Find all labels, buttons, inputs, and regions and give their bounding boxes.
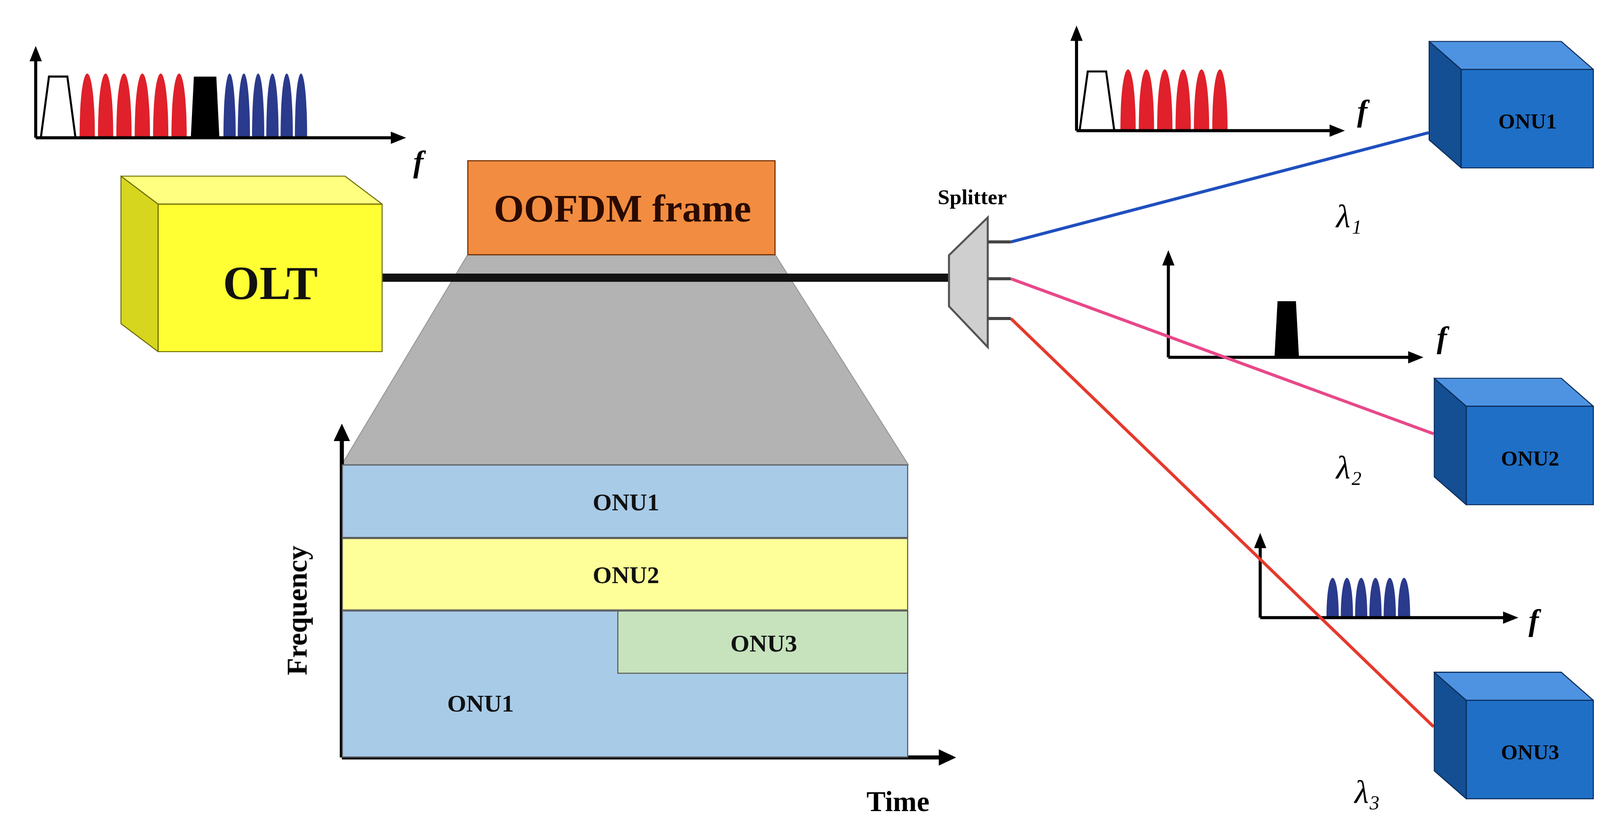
- spectrum-axis: [35, 136, 393, 140]
- splitter-body: [948, 217, 988, 348]
- axis-arrowhead: [938, 748, 957, 766]
- fiber-drop: [1011, 132, 1429, 242]
- subcarrier-peaks: [1326, 577, 1411, 618]
- box-side-face: [120, 176, 159, 352]
- onu-box: ONU1: [1428, 40, 1594, 169]
- splitter: Splitter: [933, 181, 1012, 352]
- fiber-drop: [1011, 318, 1434, 727]
- time-frequency-band: ONU2: [341, 537, 909, 611]
- axis-label: f: [413, 144, 424, 178]
- box-front-face: [1466, 406, 1594, 505]
- splitter-port: [987, 276, 1012, 281]
- spectrum-band: [1274, 301, 1299, 358]
- axis-arrowhead: [1408, 351, 1424, 364]
- node-label: ONU1: [447, 689, 515, 717]
- time-frequency-band: ONU3: [617, 610, 909, 674]
- axis-arrowhead: [29, 46, 43, 62]
- axis-arrowhead: [1503, 611, 1519, 624]
- axis-label: f: [1436, 319, 1447, 354]
- olt-box: OLT: [120, 175, 383, 352]
- box-top-face: [120, 176, 383, 205]
- splitter-port: [987, 240, 1012, 244]
- axis-arrowhead: [1329, 124, 1345, 137]
- node-label: ONU1: [592, 488, 660, 516]
- box-outline: [1428, 40, 1594, 169]
- spectrum-axis: [1167, 263, 1171, 358]
- axis-arrowhead: [1070, 25, 1083, 41]
- spectrum-axis: [1168, 355, 1411, 359]
- node-label: ONU1: [1498, 109, 1557, 134]
- zoom-projection: [341, 255, 909, 465]
- spectrum-axis: [34, 59, 38, 138]
- text-area: ONU2: [1466, 412, 1594, 506]
- axis-arrowhead: [1254, 532, 1267, 548]
- box-outline: [1433, 377, 1594, 506]
- box-outline: [1433, 671, 1594, 799]
- node-label: Splitter: [937, 186, 1008, 210]
- box-top-face: [1434, 671, 1594, 700]
- fiber-drop: [1011, 278, 1434, 434]
- axis-arrowhead: [1162, 249, 1175, 266]
- box-front-face: [1466, 699, 1594, 799]
- text-area: ONU1: [342, 652, 619, 755]
- text-area: ONU3: [618, 611, 910, 675]
- spectrum-axis: [1260, 615, 1506, 619]
- wavelength-label: λ₂: [1336, 449, 1362, 486]
- spectrum-axis: [1074, 38, 1079, 131]
- spectrum-band: [40, 76, 76, 139]
- axis-arrowhead: [333, 423, 350, 441]
- axis-label: f: [1528, 602, 1539, 637]
- time-frequency-band: ONU1: [341, 464, 909, 538]
- axis-label: Frequency: [282, 545, 314, 676]
- subcarrier-peaks: [223, 73, 308, 139]
- spectrum-band: [190, 76, 220, 139]
- axis-arrowhead: [390, 131, 407, 144]
- subcarrier-peaks: [79, 73, 187, 139]
- fiber-trunk: [382, 273, 949, 282]
- box-front-face: [158, 204, 383, 352]
- wavelength-label: λ₁: [1336, 198, 1362, 235]
- text-area: ONU3: [1466, 705, 1594, 799]
- node-label: ONU3: [730, 629, 798, 657]
- box-top-face: [1429, 41, 1594, 70]
- axis-label: f: [1357, 93, 1368, 128]
- onu-box: ONU2: [1433, 377, 1594, 506]
- node-label: ONU3: [1500, 740, 1560, 765]
- node-label: OOFDM frame: [493, 187, 752, 230]
- spectrum-axis: [1076, 129, 1332, 133]
- box-top-face: [1434, 378, 1594, 407]
- text-area: ONU1: [342, 465, 909, 540]
- text-area: ONU2: [342, 538, 909, 611]
- subcarrier-peaks: [1120, 69, 1228, 131]
- node-label: OLT: [223, 258, 318, 311]
- onu-box: ONU3: [1433, 671, 1594, 799]
- spectrum-band: [1079, 71, 1114, 131]
- text-area: ONU1: [1461, 75, 1594, 169]
- wavelength-label: λ₃: [1354, 773, 1381, 810]
- node-label: ONU2: [592, 561, 660, 589]
- frame-box: OOFDM frame: [467, 160, 776, 256]
- node-label: ONU2: [1500, 447, 1560, 471]
- text-area: OOFDM frame: [468, 161, 777, 257]
- splitter-port: [987, 316, 1012, 320]
- text-area: Splitter: [933, 181, 1012, 215]
- axis-label: Time: [866, 786, 930, 818]
- box-front-face: [1461, 69, 1594, 168]
- text-area: OLT: [158, 216, 383, 353]
